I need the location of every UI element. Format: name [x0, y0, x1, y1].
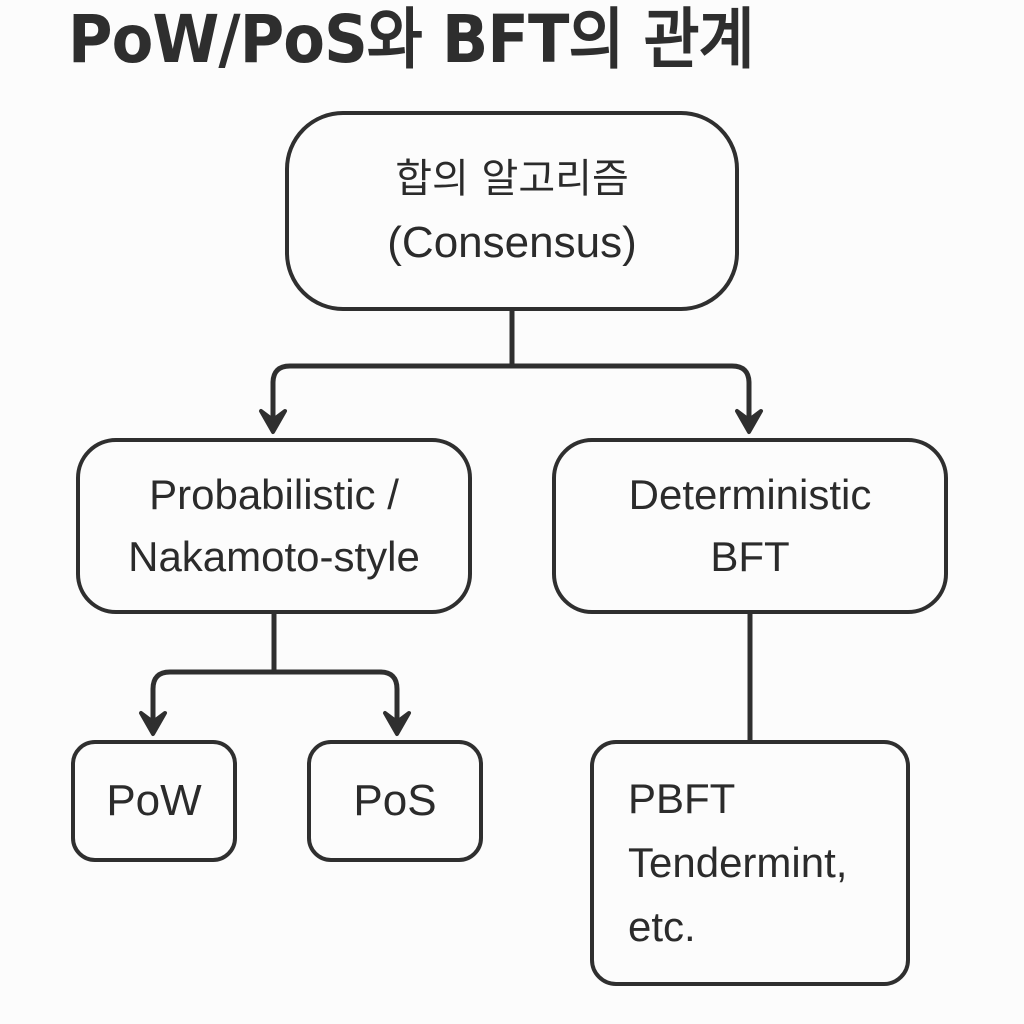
node-bft-examples: PBFT Tendermint, etc. [590, 740, 910, 986]
node-bft-examples-line1: PBFT [628, 775, 736, 822]
edge-root-probabilistic [270, 363, 515, 431]
node-consensus-korean: 합의 알고리즘 [395, 156, 629, 202]
arrowhead-probabilistic [259, 409, 287, 434]
node-probabilistic-line2: Nakamoto-style [128, 533, 420, 580]
edge-prob-pos [271, 669, 400, 733]
node-pos: PoS [307, 740, 483, 862]
diagram-title: PoW/PoS와 BFT의 관계 [68, 1, 754, 78]
node-consensus-english: (Consensus) [387, 218, 637, 267]
arrowhead-deterministic [735, 409, 763, 434]
node-bft-examples-line3: etc. [628, 903, 696, 950]
node-deterministic-line2: BFT [710, 533, 790, 580]
arrowhead-pow [139, 711, 167, 736]
node-pow-label: PoW [106, 776, 202, 825]
edge-root-deterministic [509, 363, 752, 431]
node-bft-examples-line2: Tendermint, [628, 839, 848, 886]
node-probabilistic-line1: Probabilistic / [149, 471, 399, 518]
node-probabilistic: Probabilistic / Nakamoto-style [76, 438, 472, 614]
node-pos-label: PoS [353, 776, 437, 825]
arrowhead-pos [383, 711, 411, 736]
node-deterministic: Deterministic BFT [552, 438, 948, 614]
node-consensus: 합의 알고리즘 (Consensus) [285, 111, 739, 311]
edge-prob-pow [150, 669, 277, 733]
node-deterministic-line1: Deterministic [628, 471, 872, 518]
node-pow: PoW [71, 740, 237, 862]
